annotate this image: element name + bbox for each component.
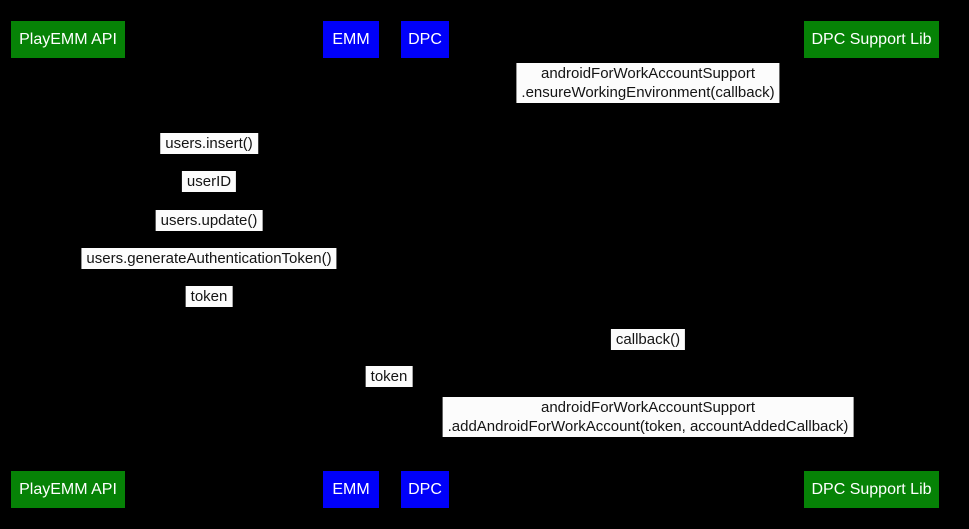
actor-box-dpc-bottom: DPC	[401, 471, 449, 508]
actor-label: DPC Support Lib	[811, 30, 932, 48]
actor-box-playemm-api-top: PlayEMM API	[11, 21, 125, 58]
message-line: users.update()	[160, 212, 258, 229]
message-line: callback()	[615, 331, 681, 348]
message-line: token	[370, 368, 408, 385]
actor-label: DPC	[408, 30, 442, 48]
actor-label: PlayEMM API	[19, 30, 117, 48]
message-generate-authentication-token: users.generateAuthenticationToken()	[81, 248, 337, 269]
message-token-to-playemm: token	[185, 286, 233, 307]
actor-label: PlayEMM API	[19, 480, 117, 498]
actor-box-playemm-api-bottom: PlayEMM API	[11, 471, 125, 508]
actor-label: DPC	[408, 480, 442, 498]
message-callback: callback()	[610, 329, 686, 350]
message-users-update: users.update()	[155, 210, 263, 231]
message-line: token	[190, 288, 228, 305]
message-ensure-working-environment: androidForWorkAccountSupport .ensureWork…	[516, 63, 780, 103]
actor-box-emm-bottom: EMM	[323, 471, 379, 508]
message-line: .ensureWorkingEnvironment(callback)	[521, 84, 775, 101]
message-line: userID	[186, 173, 232, 190]
actor-label: EMM	[332, 480, 370, 498]
actor-label: EMM	[332, 30, 370, 48]
message-line: users.generateAuthenticationToken()	[86, 250, 332, 267]
message-user-id: userID	[181, 171, 237, 192]
message-token-to-dpc: token	[365, 366, 413, 387]
actor-label: DPC Support Lib	[811, 480, 932, 498]
actor-box-dpc-support-lib-bottom: DPC Support Lib	[804, 471, 939, 508]
message-line: users.insert()	[165, 135, 253, 152]
actor-box-dpc-support-lib-top: DPC Support Lib	[804, 21, 939, 58]
message-add-android-for-work-account: androidForWorkAccountSupport .addAndroid…	[442, 397, 854, 437]
actor-box-emm-top: EMM	[323, 21, 379, 58]
message-line: androidForWorkAccountSupport	[540, 65, 755, 82]
actor-box-dpc-top: DPC	[401, 21, 449, 58]
message-line: .addAndroidForWorkAccount(token, account…	[447, 418, 849, 435]
message-line: androidForWorkAccountSupport	[541, 399, 755, 416]
message-users-insert: users.insert()	[160, 133, 258, 154]
